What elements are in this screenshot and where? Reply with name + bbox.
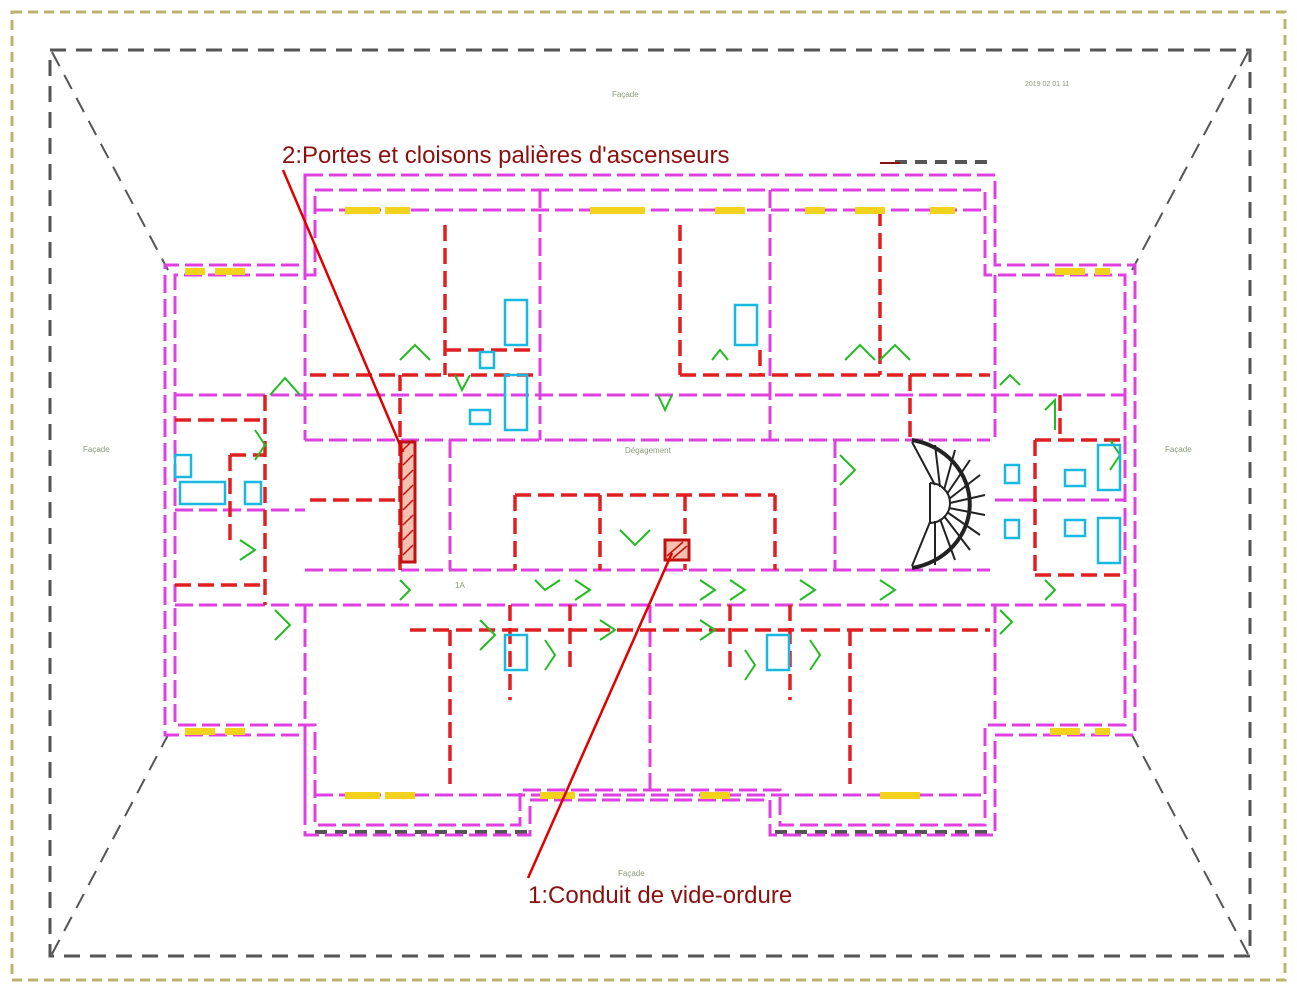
facade-label-left: Façade [83,445,110,454]
sanitary-fixtures [173,298,1122,672]
bathtub-icon [765,633,791,672]
bathtub-icon [733,303,759,347]
leader-lines [281,169,674,879]
corridor-label: Dégagement [625,446,672,455]
roof-segments [315,160,995,834]
stair-icon [911,438,986,570]
sink-icon [468,408,492,426]
callout-garbage-chute: 1:Conduit de vide-ordure [528,882,792,909]
sink-icon [1063,468,1087,488]
wc-icon [1003,463,1021,485]
bathtub-icon [178,480,227,506]
facade-label-top: Façade [612,90,639,99]
wc-icon [1003,518,1021,540]
bathtub-icon [1096,516,1122,565]
shaft-icon [663,538,691,562]
elevator-partitions [399,439,417,564]
drawing-stamp: 2019 02 01 11 [1025,81,1069,88]
facade-label-bottom: Façade [618,869,645,878]
wc-icon [173,453,193,479]
sink-icon [1063,518,1087,538]
bathtub-icon [1096,443,1122,492]
callout-elevator-partitions: 2:Portes et cloisons palières d'ascenseu… [282,142,729,169]
wc-icon [478,350,496,370]
bathtub-icon [503,633,529,672]
garbage-chute [663,538,691,562]
bathtub-icon [503,373,529,432]
leader-line-2 [281,169,405,453]
sink-icon [243,480,263,506]
room-mark: 1A [455,581,465,590]
leader-line-1 [526,552,674,879]
outer-boundary [48,48,1252,958]
windows [185,207,1110,799]
bathtub-icon [503,298,529,347]
facade-label-right: Façade [1165,445,1192,454]
corner-diagonals [51,51,1249,955]
door-swings [239,343,1122,681]
wall-outlines [163,173,1137,837]
